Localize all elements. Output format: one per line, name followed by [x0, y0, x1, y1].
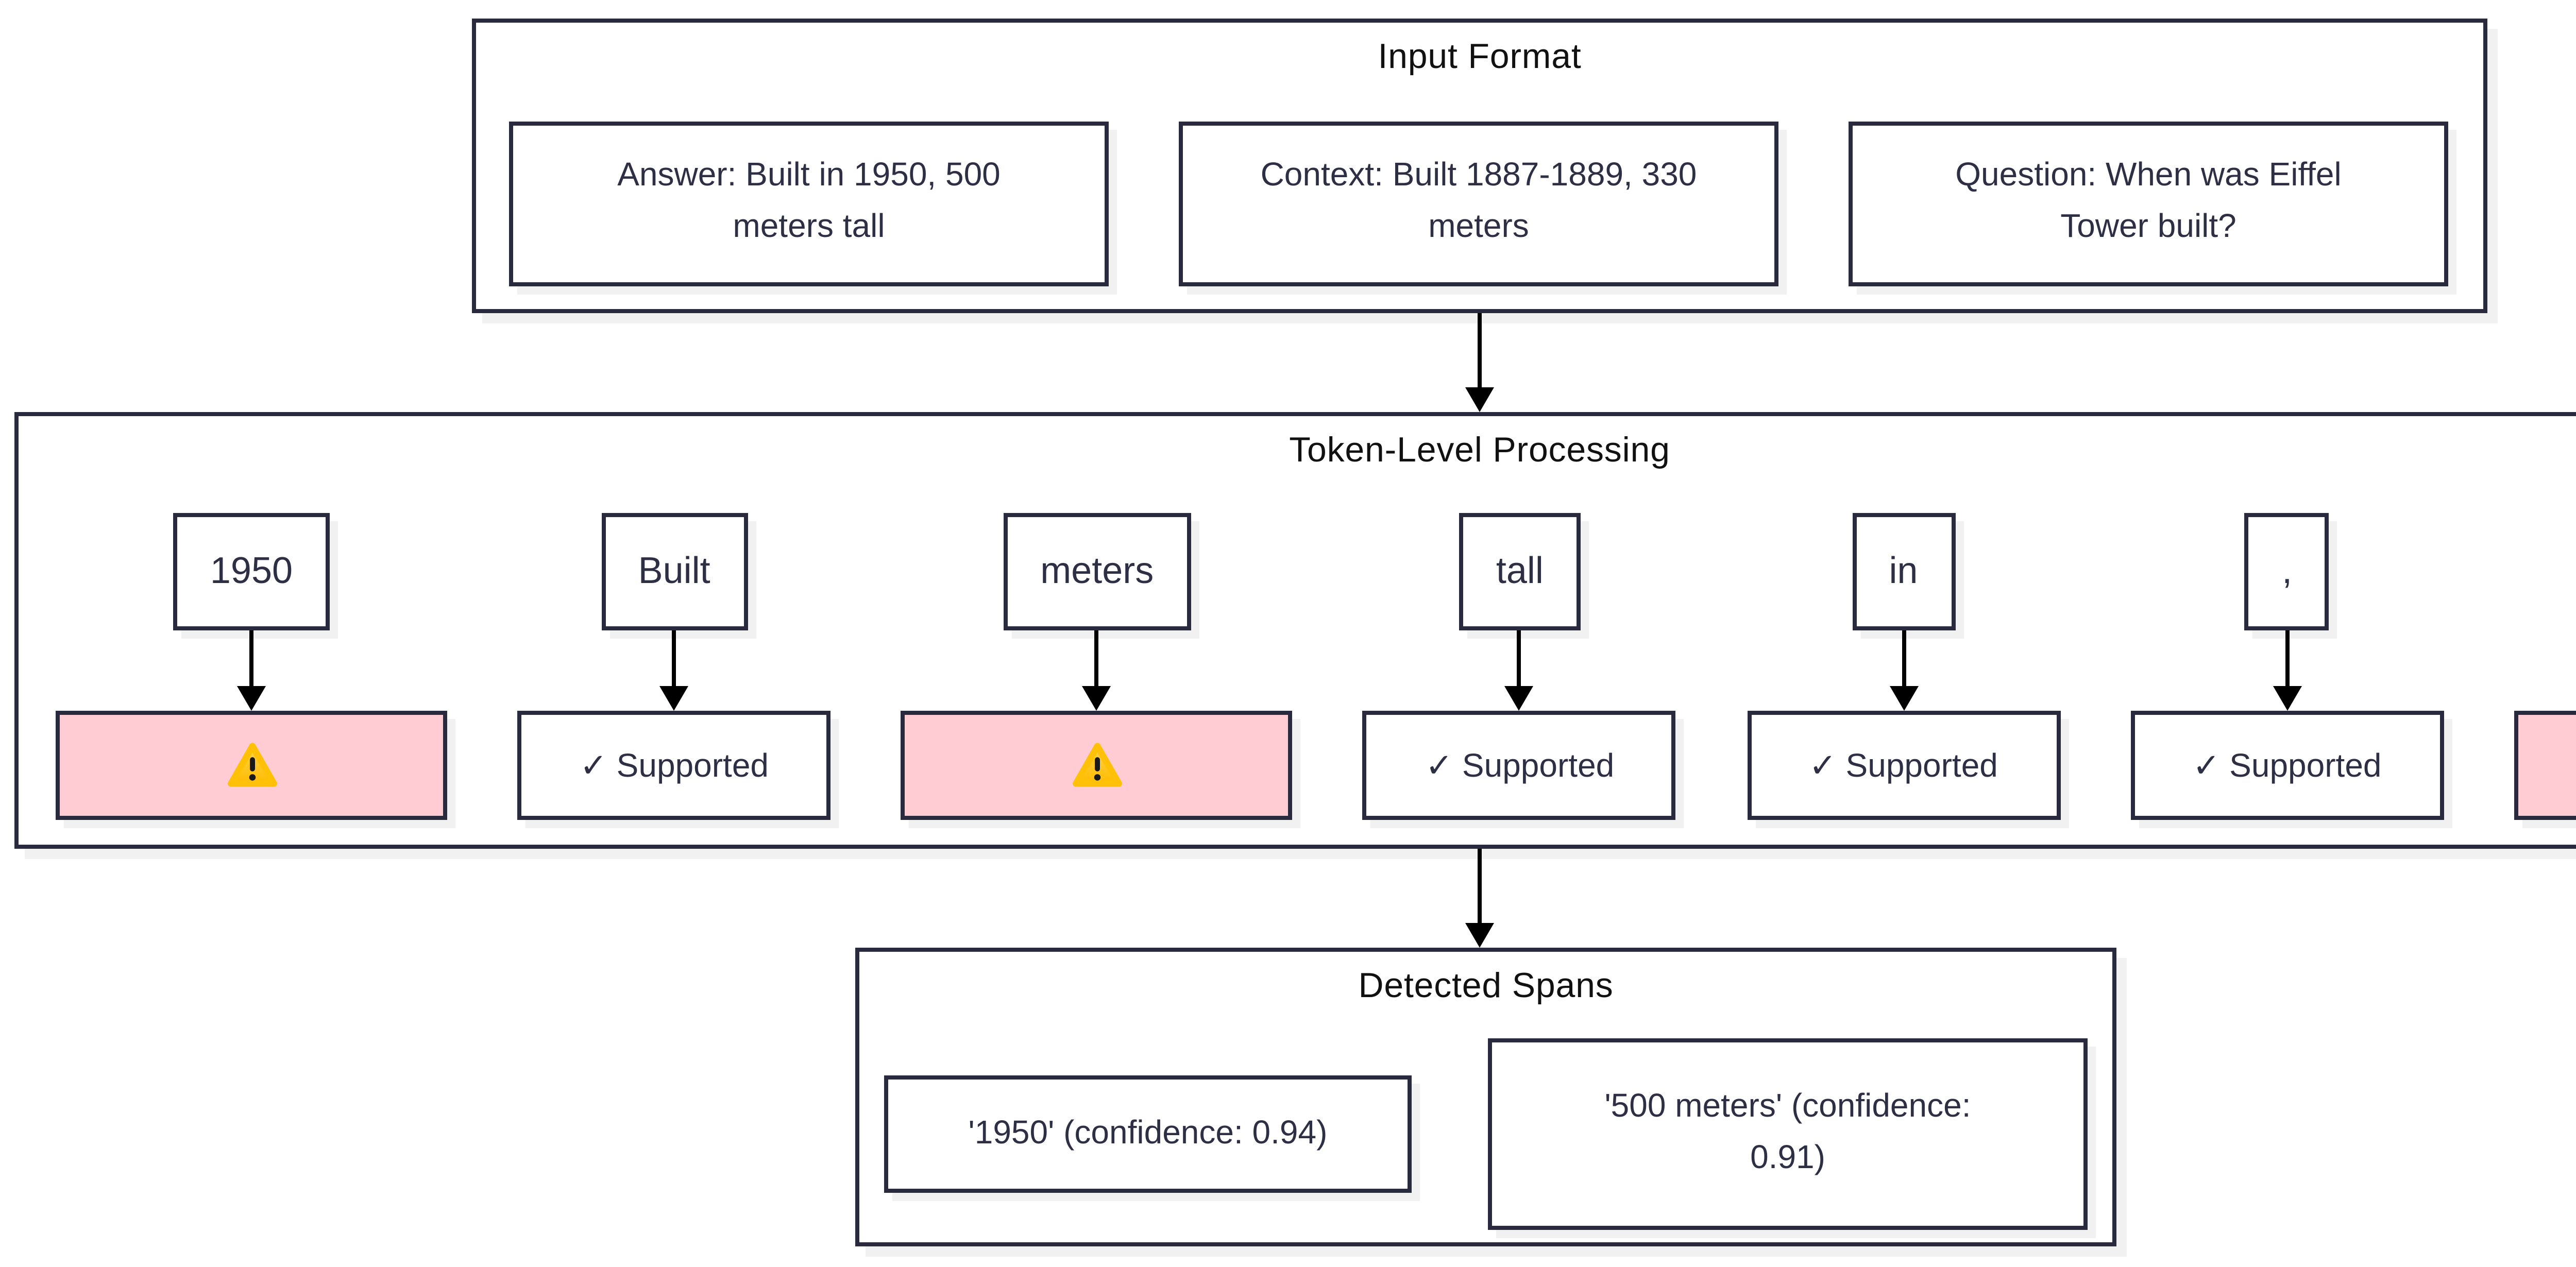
- input-box-context-label: Context: Built 1887-1889, 330 meters: [1260, 159, 1697, 245]
- input-boxes-row: Answer: Built in 1950, 500 meters tall C…: [509, 122, 2448, 286]
- span-box-1950: '1950' (confidence: 0.94): [884, 1075, 1412, 1193]
- arrow-token-to-status: [1505, 630, 1534, 711]
- token-box: Built: [601, 513, 748, 630]
- input-box-question-label: Question: When was Eiffel Tower built?: [1955, 159, 2342, 245]
- arrow-head-icon: [1082, 686, 1112, 711]
- token-col-in: in ✓ Supported: [1747, 513, 2060, 820]
- token-box: 1950: [173, 513, 330, 630]
- warning-icon: [1072, 743, 1122, 787]
- arrow-head-icon: [1465, 387, 1494, 412]
- status-box-warning: [2514, 711, 2576, 820]
- arrow-shaft: [672, 630, 676, 686]
- arrow-shaft: [1901, 630, 1906, 686]
- token-label: meters: [1040, 550, 1154, 591]
- status-box-supported: ✓ Supported: [2130, 711, 2444, 820]
- arrow-shaft: [1478, 849, 1482, 923]
- arrow-shaft: [1517, 630, 1522, 686]
- token-label: ,: [2282, 550, 2293, 591]
- token-label: tall: [1496, 550, 1544, 591]
- status-label: ✓ Supported: [2192, 749, 2382, 784]
- status-label: ✓ Supported: [1809, 749, 1998, 784]
- token-box: meters: [1003, 513, 1191, 630]
- token-col-meters: meters: [901, 513, 1293, 820]
- token-row: 1950 Built ✓ Supported: [56, 513, 2576, 820]
- arrow-head-icon: [1465, 923, 1494, 948]
- status-label: ✓ Supported: [1425, 749, 1615, 784]
- token-col-1950: 1950: [56, 513, 447, 820]
- arrow-token-to-status: [1889, 630, 1918, 711]
- token-label: Built: [638, 550, 710, 591]
- status-box-supported: ✓ Supported: [1747, 711, 2060, 820]
- token-label: in: [1889, 550, 1918, 591]
- detected-spans-section: Detected Spans '1950' (confidence: 0.94)…: [855, 948, 2116, 1246]
- arrow-head-icon: [2273, 686, 2302, 711]
- arrow-token-to-status: [237, 630, 266, 711]
- arrow-token-to-status: [2273, 630, 2302, 711]
- status-box-warning: [56, 711, 447, 820]
- detected-spans-title: Detected Spans: [1358, 966, 1614, 1005]
- arrow-input-to-tokens: [1465, 313, 1494, 412]
- arrow-head-icon: [237, 686, 266, 711]
- token-label: 1950: [210, 550, 293, 591]
- token-col-built: Built ✓ Supported: [517, 513, 831, 820]
- arrow-shaft: [1478, 313, 1482, 387]
- status-box-warning: [901, 711, 1293, 820]
- token-col-tall: tall ✓ Supported: [1363, 513, 1676, 820]
- arrow-head-icon: [659, 686, 689, 711]
- token-box: tall: [1459, 513, 1581, 630]
- span-label: '1950' (confidence: 0.94): [968, 1116, 1328, 1151]
- status-box-supported: ✓ Supported: [517, 711, 831, 820]
- span-label: '500 meters' (confidence: 0.91): [1604, 1089, 1971, 1175]
- input-format-title: Input Format: [1378, 37, 1582, 76]
- status-label: ✓ Supported: [580, 749, 769, 784]
- arrow-token-to-status: [659, 630, 689, 711]
- input-format-section: Input Format Answer: Built in 1950, 500 …: [472, 19, 2487, 313]
- input-box-answer-label: Answer: Built in 1950, 500 meters tall: [617, 159, 1001, 245]
- input-box-answer: Answer: Built in 1950, 500 meters tall: [509, 122, 1109, 286]
- token-col-comma: , ✓ Supported: [2130, 513, 2444, 820]
- arrow-head-icon: [1889, 686, 1918, 711]
- arrow-head-icon: [1505, 686, 1534, 711]
- span-box-500-meters: '500 meters' (confidence: 0.91): [1488, 1038, 2088, 1230]
- arrow-tokens-to-spans: [1465, 849, 1494, 948]
- token-box: in: [1852, 513, 1955, 630]
- token-col-500: 500: [2514, 513, 2576, 820]
- token-box: ,: [2245, 513, 2330, 630]
- input-box-context: Context: Built 1887-1889, 330 meters: [1179, 122, 1778, 286]
- token-processing-title: Token-Level Processing: [1289, 431, 1670, 470]
- arrow-shaft: [249, 630, 253, 686]
- input-box-question: Question: When was Eiffel Tower built?: [1849, 122, 2448, 286]
- warning-icon: [227, 743, 276, 787]
- status-box-supported: ✓ Supported: [1363, 711, 1676, 820]
- arrow-token-to-status: [1082, 630, 1112, 711]
- token-processing-section: Token-Level Processing 1950 Built: [14, 412, 2576, 849]
- arrow-shaft: [2285, 630, 2290, 686]
- arrow-shaft: [1095, 630, 1099, 686]
